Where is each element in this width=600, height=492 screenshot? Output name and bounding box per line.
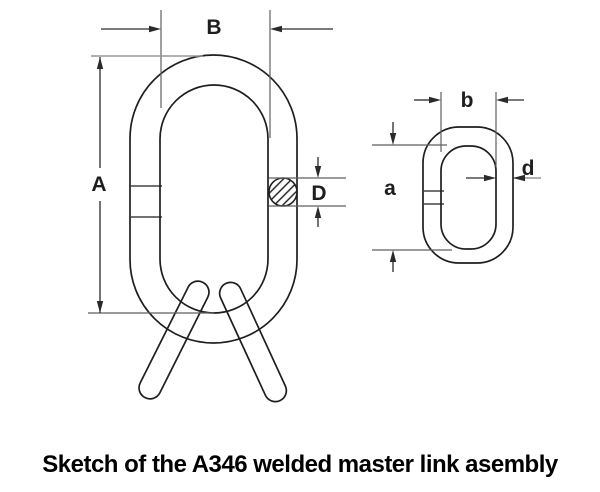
sub-link-inner-outline [440, 145, 497, 250]
arrow-left-icon [496, 96, 508, 104]
arrow-left-icon [513, 174, 525, 182]
dimension-d: d [466, 157, 541, 182]
dimension-label-b: b [461, 89, 474, 112]
dimension-A: A [88, 55, 214, 314]
arrow-right-icon [429, 96, 441, 104]
sub-link-legs [138, 280, 288, 403]
arrow-up-icon [314, 206, 322, 218]
arrow-right-icon [149, 25, 161, 33]
arrow-down-icon [314, 166, 322, 178]
master-link-inner-outline [159, 84, 269, 314]
left-leg-link [138, 280, 210, 400]
dimension-b: b [414, 89, 524, 167]
sub-link [422, 126, 514, 264]
dimension-label-B: B [206, 16, 221, 39]
dimension-label-a: a [384, 177, 396, 200]
arrow-up-icon [96, 57, 104, 69]
sketch-caption: Sketch of the A346 welded master link as… [42, 451, 558, 478]
right-leg-link [218, 281, 288, 403]
dimension-B: B [101, 10, 333, 138]
dimension-D: D [269, 157, 346, 227]
dimension-label-A: A [91, 173, 106, 196]
dimension-label-D: D [311, 182, 326, 205]
arrow-right-icon [484, 174, 496, 182]
material-cross-section-hatch [268, 177, 298, 207]
arrow-left-icon [270, 25, 282, 33]
arrow-down-icon [389, 133, 397, 145]
dimension-label-d: d [522, 157, 535, 180]
sub-link-outer-outline [422, 126, 514, 264]
arrow-down-icon [96, 301, 104, 313]
dimension-a: a [372, 122, 452, 272]
arrow-up-icon [389, 250, 397, 262]
master-link-assembly-sketch: B A D [88, 10, 541, 403]
master-link-outer-outline [129, 54, 298, 344]
